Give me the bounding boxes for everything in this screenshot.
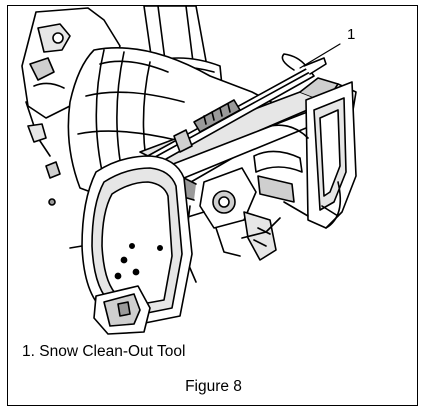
engine-housing <box>21 7 121 206</box>
figure-frame: 1 1. Snow Clean-Out Tool Figure 8 <box>7 5 418 406</box>
snowthrower-illustration <box>21 6 357 335</box>
auger-blades <box>183 124 309 283</box>
right-side-plate <box>305 81 357 229</box>
skid-shoe <box>93 285 151 335</box>
callout-number: 1 <box>347 26 356 43</box>
legend-number: 1. <box>22 343 35 360</box>
legend-item: 1. Snow Clean-Out Tool <box>22 343 185 361</box>
callout-leader-line <box>299 43 341 69</box>
figure-caption: Figure 8 <box>185 378 242 395</box>
left-side-plate <box>69 155 193 325</box>
legend-label: Snow Clean-Out Tool <box>39 343 186 360</box>
